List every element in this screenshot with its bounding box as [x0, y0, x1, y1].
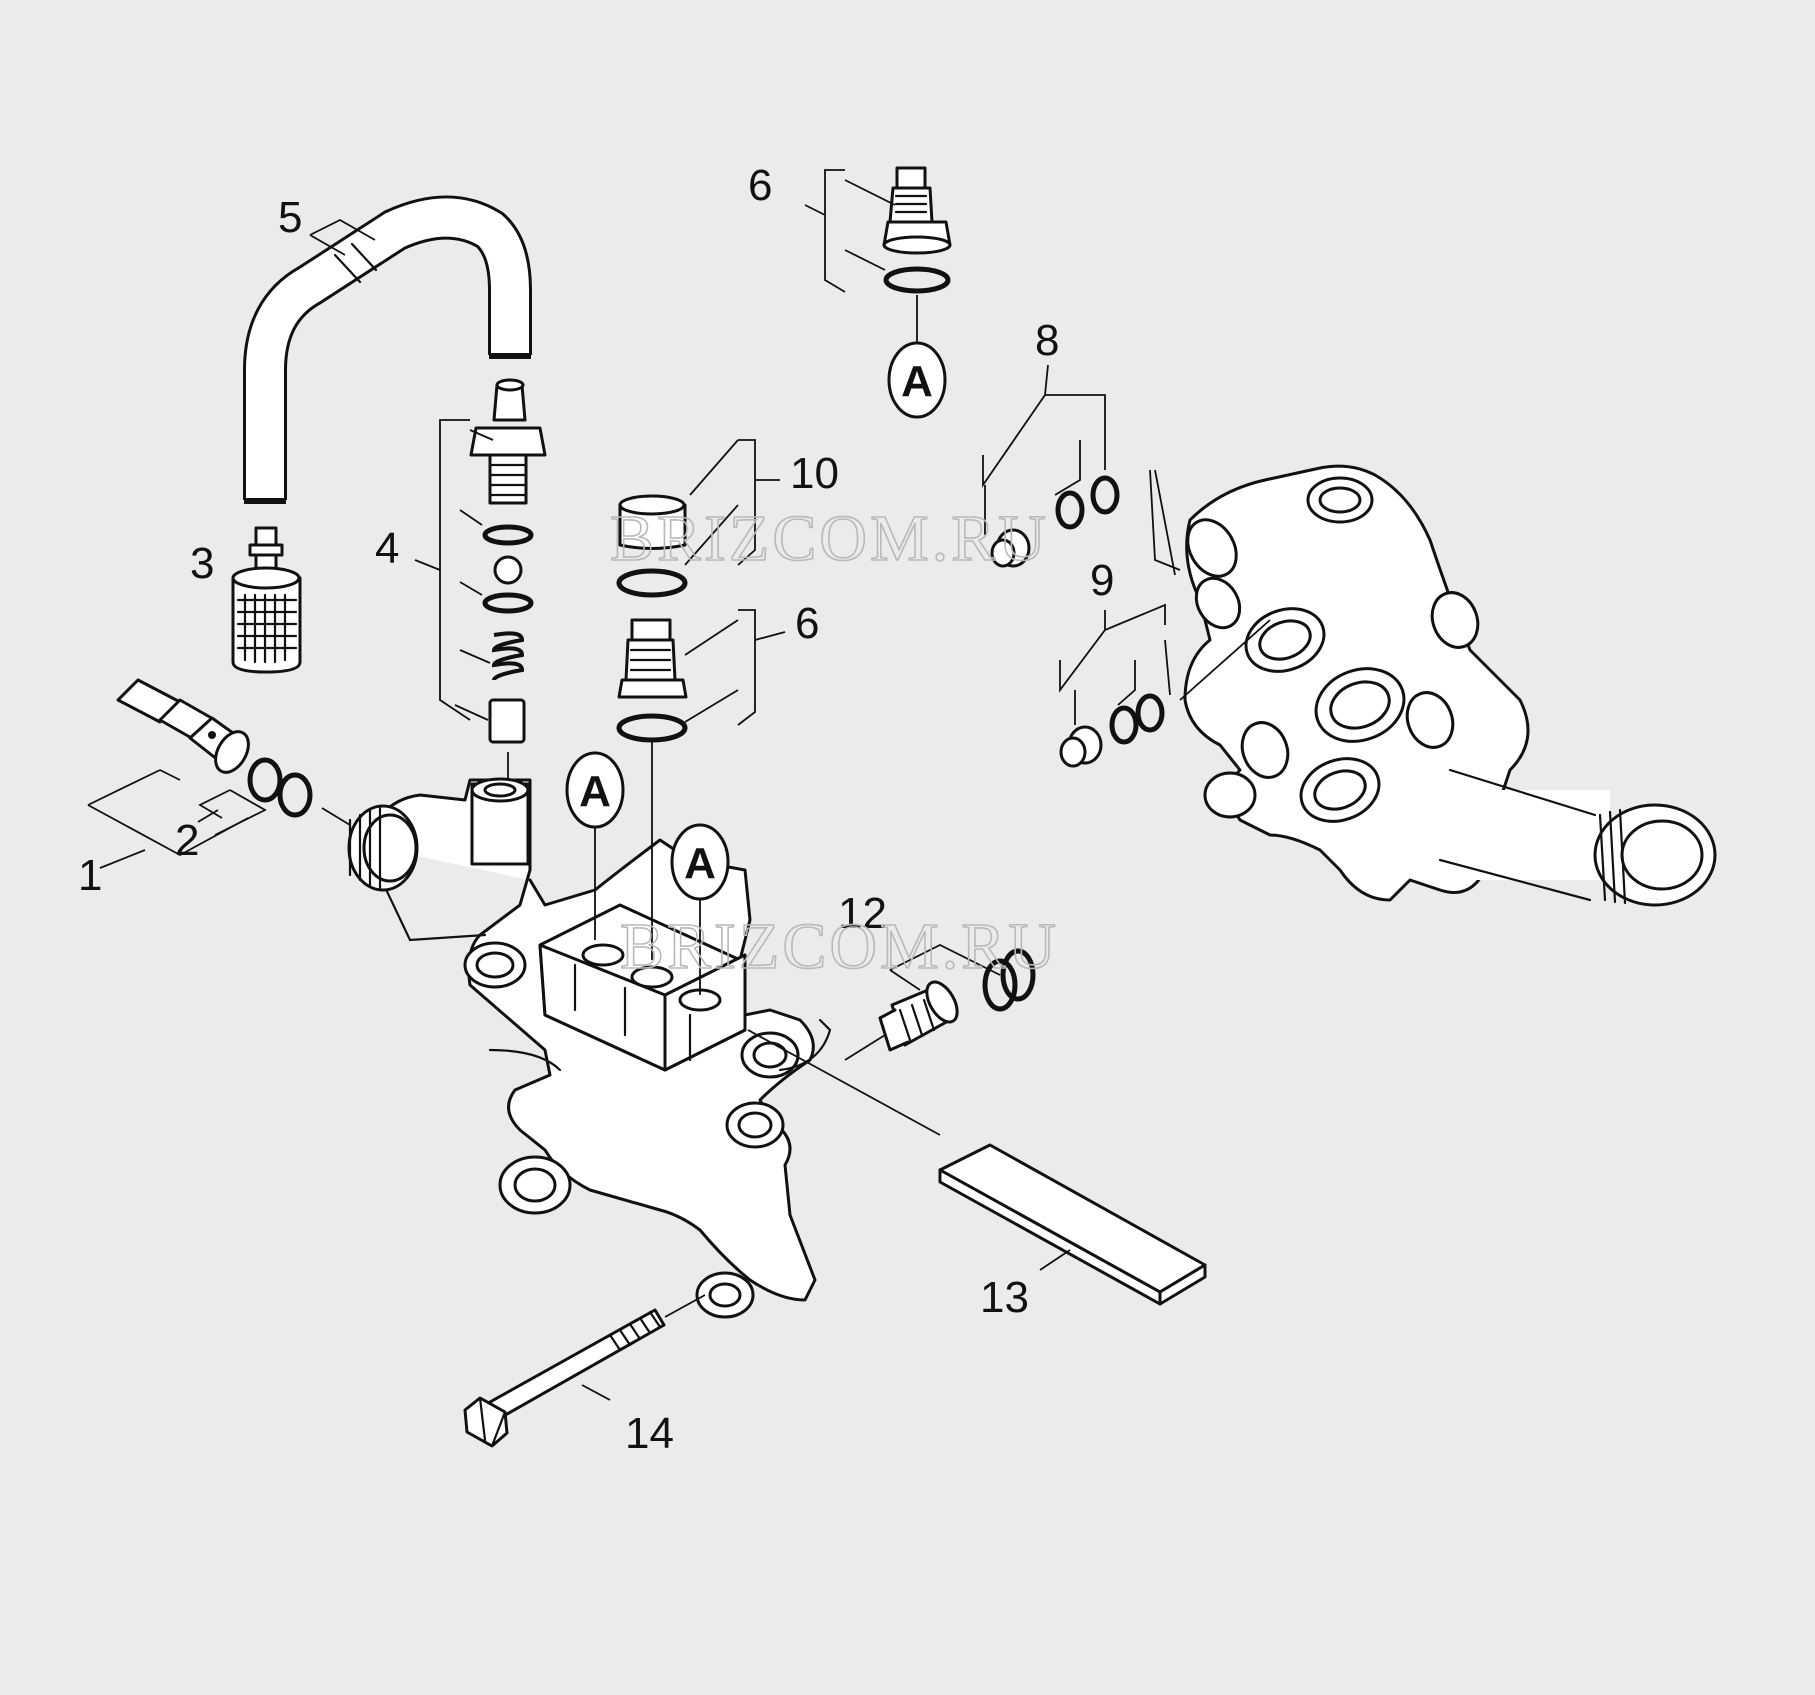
callout-labels: 1 2 3 4 5 6 6 8 9 10 12 13 14 — [78, 161, 1114, 1458]
callout-4: 4 — [375, 524, 399, 573]
part-1-fitting — [116, 678, 250, 774]
watermark-top: BRIZCOM.RU — [610, 502, 1049, 575]
reference-marker-letter: A — [901, 357, 933, 406]
part-3-filter — [231, 526, 302, 674]
part-6-top-check-valve — [882, 166, 952, 294]
callout-9: 9 — [1090, 556, 1114, 605]
part-13-gasket-plate — [938, 1143, 1207, 1306]
callout-6-mid: 6 — [795, 599, 819, 648]
part-9-plug — [1059, 693, 1165, 768]
reference-marker-letter: A — [579, 767, 611, 816]
watermark-bottom: BRIZCOM.RU — [620, 910, 1059, 983]
callout-8: 8 — [1035, 316, 1059, 365]
part-10-valve — [616, 494, 688, 598]
pump-head-right-housing — [1183, 464, 1717, 907]
callout-1: 1 — [78, 851, 102, 900]
watermarks: BRIZCOM.RU BRIZCOM.RU — [609, 501, 1059, 984]
reference-marker-a-right: A — [670, 823, 730, 995]
callout-14: 14 — [625, 1409, 674, 1458]
part-12-valve — [878, 948, 1036, 1052]
leader-lines — [87, 169, 1271, 1401]
part-14-bolt — [463, 1308, 666, 1448]
reference-marker-a-left: A — [565, 751, 625, 940]
pump-head-left-housing — [347, 777, 832, 1319]
callout-5: 5 — [278, 193, 302, 242]
callout-10: 10 — [790, 449, 839, 498]
part-2-orings — [247, 757, 313, 818]
reference-marker-letter: A — [684, 839, 716, 888]
part-8-plug — [990, 475, 1120, 568]
callout-13: 13 — [980, 1273, 1029, 1322]
callout-3: 3 — [190, 539, 214, 588]
callout-12: 12 — [838, 889, 887, 938]
part-6-mid-check-valve — [616, 618, 688, 743]
part-4-valve-assembly — [469, 378, 547, 744]
callout-6-top: 6 — [748, 161, 772, 210]
reference-marker-a-top: A — [887, 295, 947, 419]
callout-2: 2 — [175, 816, 199, 865]
part-5-hose — [243, 195, 532, 504]
